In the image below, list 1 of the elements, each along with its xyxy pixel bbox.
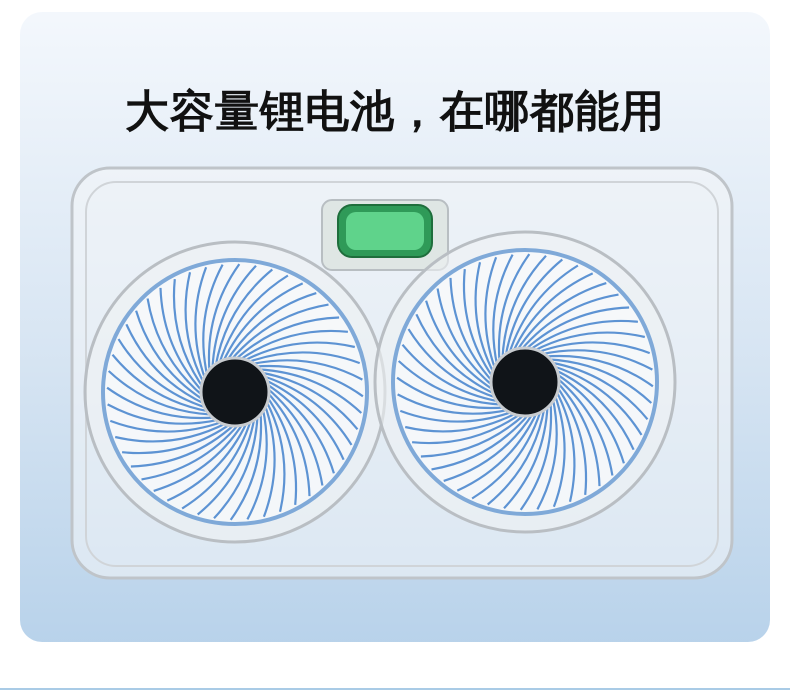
title: 大容量锂电池，在哪都能用: [124, 85, 666, 139]
